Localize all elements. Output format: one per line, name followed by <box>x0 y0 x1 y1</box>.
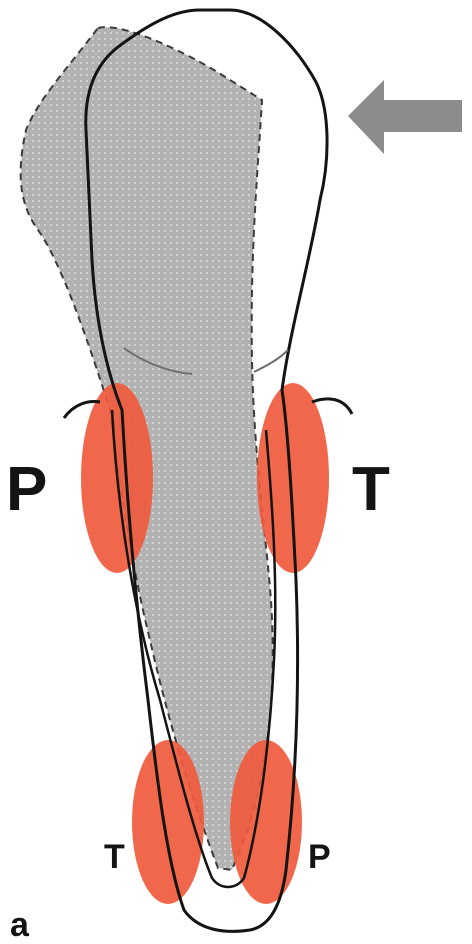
panel-label: a <box>10 906 30 944</box>
label-lower-right: P <box>308 838 331 876</box>
cej-line-right <box>254 350 288 372</box>
label-upper-left: P <box>6 455 47 524</box>
left-arrow-icon <box>348 80 462 154</box>
label-upper-right: T <box>352 455 390 524</box>
label-lower-left: T <box>104 838 125 876</box>
